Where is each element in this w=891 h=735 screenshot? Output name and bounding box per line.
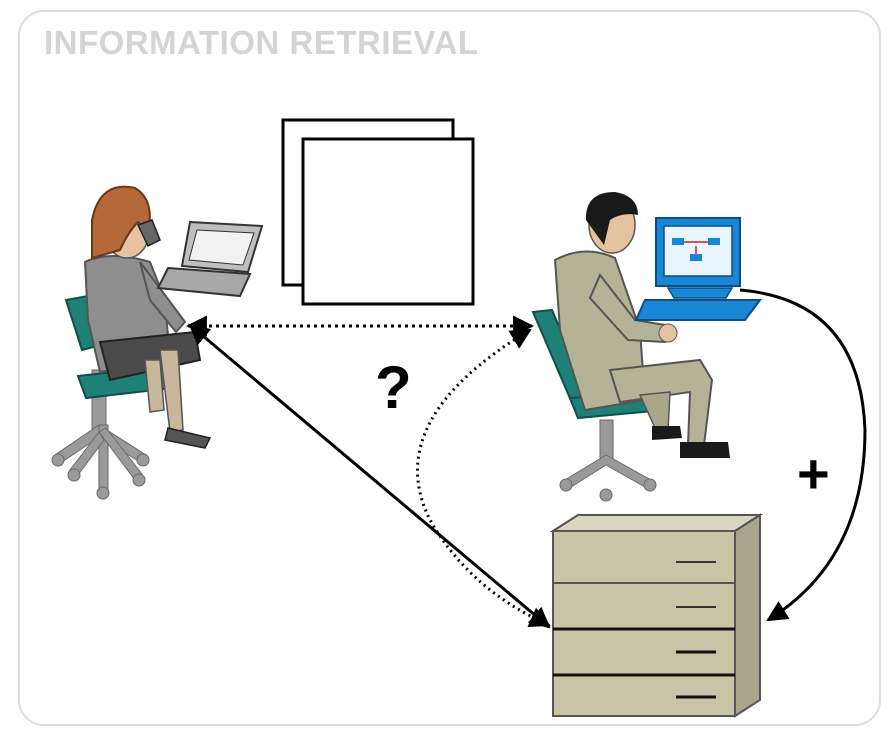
monitor-icon <box>655 217 741 299</box>
man-at-computer-icon <box>531 192 762 502</box>
filing-cabinet-icon <box>549 513 764 718</box>
document-stack-icon <box>281 118 475 306</box>
solid-double-arrow-woman-cabinet <box>188 323 551 629</box>
dotted-curved-arrow <box>416 328 551 627</box>
question-mark: ? <box>375 354 412 421</box>
laptop-icon <box>156 220 264 298</box>
diagram-title: INFORMATION RETRIEVAL <box>44 24 479 61</box>
diagram-frame <box>18 10 881 726</box>
plus-sign: + <box>797 442 830 505</box>
arrows <box>185 288 867 629</box>
solid-curved-arrow-computer-cabinet <box>739 288 867 622</box>
woman-on-phone-icon <box>51 185 212 500</box>
